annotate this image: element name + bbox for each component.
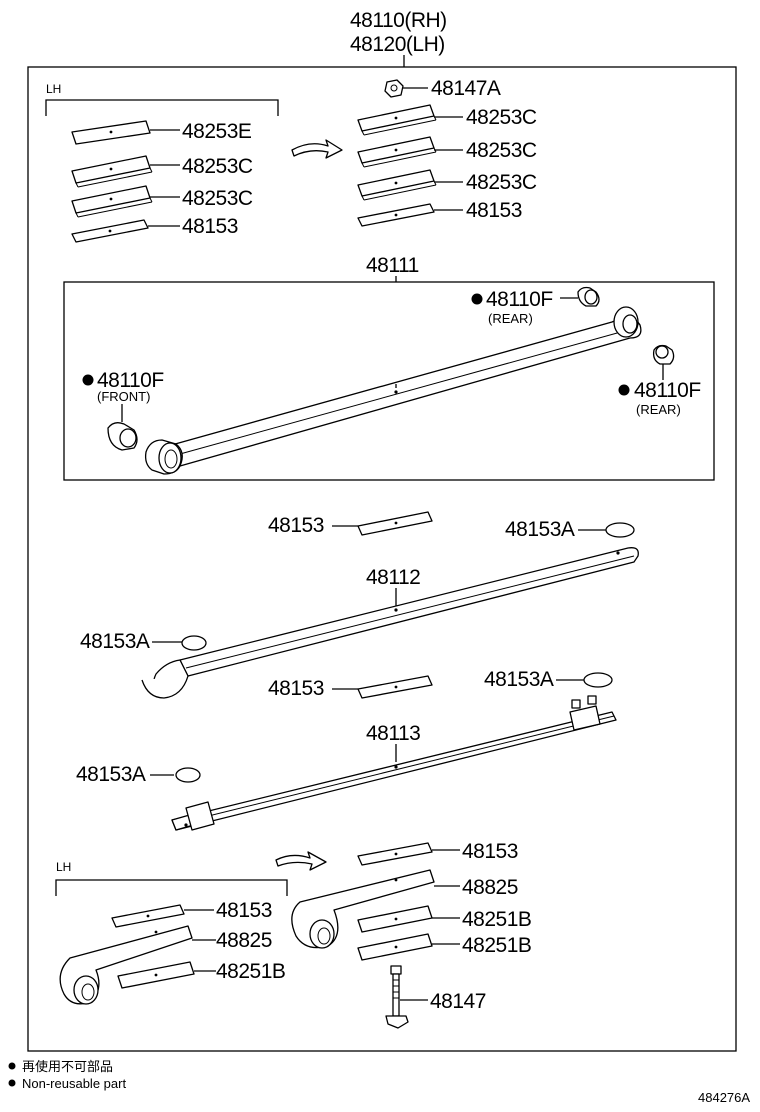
bottom-lh-pad (111, 904, 214, 928)
leaf2-spring (141, 547, 639, 699)
leaf2-pad-part: 48153 (268, 514, 324, 537)
assembly-part-lh: 48120(LH) (350, 33, 445, 56)
bottom-rh-pad (357, 842, 460, 866)
bottom-rh-plate-2 (357, 933, 460, 961)
non-reusable-bullet-icon (618, 384, 630, 396)
swap-arrow-top-icon (291, 139, 343, 159)
bottom-lh-plate (117, 961, 216, 989)
bushing-rear-upper-part: 48110F (486, 288, 553, 311)
swap-arrow-bottom-icon (275, 851, 327, 871)
bushing-rear-lower (652, 344, 675, 380)
top-lh-bracket (45, 99, 279, 116)
top-rh-pad (357, 203, 463, 227)
bottom-lh-side-label: LH (56, 860, 71, 874)
bottom-rh-plate-1 (357, 905, 460, 933)
leaf2-clip-left-part: 48153A (80, 630, 150, 653)
main-leaf-frame (63, 281, 715, 481)
top-lh-part-3: 48253C (182, 187, 253, 210)
top-rh-plate-2 (357, 136, 463, 168)
bottom-rh-part-4: 48251B (462, 934, 531, 957)
leaf3-clip-left-part: 48153A (76, 763, 146, 786)
bottom-rh-part-1: 48153 (462, 840, 518, 863)
top-rh-nut (384, 79, 428, 98)
bushing-rear-upper-note: (REAR) (488, 311, 533, 326)
bushing-rear-upper (560, 286, 600, 307)
non-reusable-bullet-icon (82, 374, 94, 386)
bottom-rh-part-5: 48147 (430, 990, 486, 1013)
top-lh-part-1: 48253E (182, 120, 252, 143)
legend-line-1: 再使用不可部品 (22, 1059, 113, 1074)
bushing-front (107, 404, 138, 451)
leaf3-clip-left (175, 767, 201, 783)
bottom-lh-spacer (59, 925, 216, 1005)
bushing-rear-lower-note: (REAR) (636, 402, 681, 417)
legend-bullet-icon (8, 1079, 16, 1087)
bushing-rear-lower-part: 48110F (634, 379, 701, 402)
leaf2-part: 48112 (366, 566, 420, 589)
leaf3-clip-right-part: 48153A (484, 668, 554, 691)
leaf3-pad-part: 48153 (268, 677, 324, 700)
assembly-part-rh: 48110(RH) (350, 9, 447, 32)
leaf2-pad-hole (394, 521, 398, 525)
top-lh-side-label: LH (46, 82, 61, 96)
bushing-front-part: 48110F (97, 369, 164, 392)
bottom-rh-part-2: 48825 (462, 876, 518, 899)
top-rh-plate-3 (357, 169, 463, 201)
top-lh-plate-3 (71, 185, 180, 218)
leaf2-clip-left (181, 635, 207, 651)
top-rh-part-1: 48147A (431, 77, 501, 100)
bottom-rh-part-3: 48251B (462, 908, 531, 931)
leaf2-clip-right (605, 522, 635, 538)
bushing-front-note: (FRONT) (97, 389, 150, 404)
bottom-lh-part-2: 48825 (216, 929, 272, 952)
bottom-lh-bracket (55, 879, 288, 896)
leaf3-spring (171, 695, 617, 831)
top-rh-part-2: 48253C (466, 106, 537, 129)
bottom-lh-part-3: 48251B (216, 960, 285, 983)
legend-line-2: Non-reusable part (22, 1076, 126, 1091)
diagram-id: 484276A (698, 1090, 750, 1105)
legend-bullet-icon (8, 1062, 16, 1070)
assembly-frame (27, 66, 737, 1052)
main-leaf-spring (144, 306, 642, 475)
top-rh-part-3: 48253C (466, 139, 537, 162)
non-reusable-bullet-icon (471, 293, 483, 305)
top-lh-part-2: 48253C (182, 155, 253, 178)
bottom-lh-part-1: 48153 (216, 899, 272, 922)
leaf3-part: 48113 (366, 722, 420, 745)
top-lh-plate-1 (71, 120, 180, 145)
bottom-rh-bolt (385, 965, 428, 1029)
top-lh-plate-2 (71, 155, 180, 188)
top-lh-pad (71, 219, 180, 243)
bottom-rh-spacer (291, 869, 460, 949)
main-leaf-part: 48111 (366, 254, 419, 277)
leaf2-clip-right-part: 48153A (505, 518, 575, 541)
top-rh-part-5: 48153 (466, 199, 522, 222)
top-lh-part-4: 48153 (182, 215, 238, 238)
top-rh-plate-1 (357, 104, 463, 136)
leaf3-pad-hole (394, 685, 398, 689)
top-rh-part-4: 48253C (466, 171, 537, 194)
leaf3-clip-right (583, 672, 613, 688)
